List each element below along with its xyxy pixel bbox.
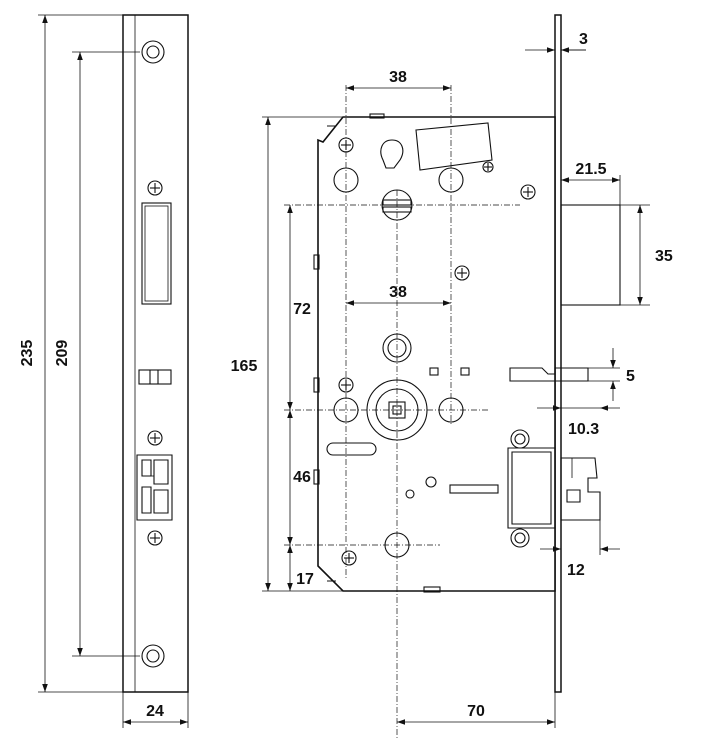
dim-bottom-offset: 17 — [296, 571, 314, 588]
dim-faceplate-width: 24 — [146, 703, 164, 720]
follower-cam — [380, 139, 404, 169]
dim-spindle-to-top: 72 — [293, 301, 311, 318]
deadbolt-assembly — [507, 429, 601, 548]
faceplate-plus-screw-icon — [147, 180, 163, 196]
dim-latch-height: 35 — [655, 248, 673, 265]
plus-screw-icon — [520, 184, 536, 200]
dim-bolt-projection: 12 — [567, 562, 585, 579]
deadbolt-opening — [136, 454, 173, 521]
latch-bolt — [560, 204, 621, 306]
dim-screw-spacing: 209 — [54, 340, 71, 367]
aux-latch-slot — [138, 369, 172, 385]
dim-faceplate-length: 235 — [19, 340, 36, 367]
latch-opening — [141, 202, 172, 305]
lock-body-side-view: 165 72 46 17 38 38 70 3 21.5 35 5 — [231, 14, 673, 740]
bottom-screw-icon — [141, 644, 165, 668]
dim-deadbolt-thickness: 5 — [626, 368, 635, 385]
top-screw-icon — [141, 40, 165, 64]
dim-deadbolt-offset: 10.3 — [568, 421, 599, 438]
faceplate-plus-screw-icon — [147, 530, 163, 546]
lower-bar — [449, 484, 499, 494]
dim-cylinder-hole-spacing: 38 — [389, 284, 407, 301]
deadbolt-slide — [509, 367, 589, 382]
dim-faceplate-thickness: 3 — [579, 31, 588, 48]
lock-case-outline — [317, 116, 556, 592]
lower-slot — [326, 442, 377, 456]
dim-latch-projection: 21.5 — [575, 161, 606, 178]
dim-spindle-to-cylinder: 46 — [293, 469, 311, 486]
dim-top-hole-spacing: 38 — [389, 69, 407, 86]
dim-case-height: 165 — [231, 358, 258, 375]
faceplate-side-strip — [554, 14, 562, 693]
plus-screw-icon — [454, 265, 470, 281]
faceplate-plus-screw-icon — [147, 430, 163, 446]
dim-backset: 70 — [467, 703, 485, 720]
spring-lever — [415, 122, 493, 171]
plus-screw-icon — [341, 550, 357, 566]
lever-plus-icon — [482, 161, 494, 173]
faceplate-outline — [122, 14, 189, 693]
faceplate-front-view: 235 209 24 — [19, 14, 189, 728]
